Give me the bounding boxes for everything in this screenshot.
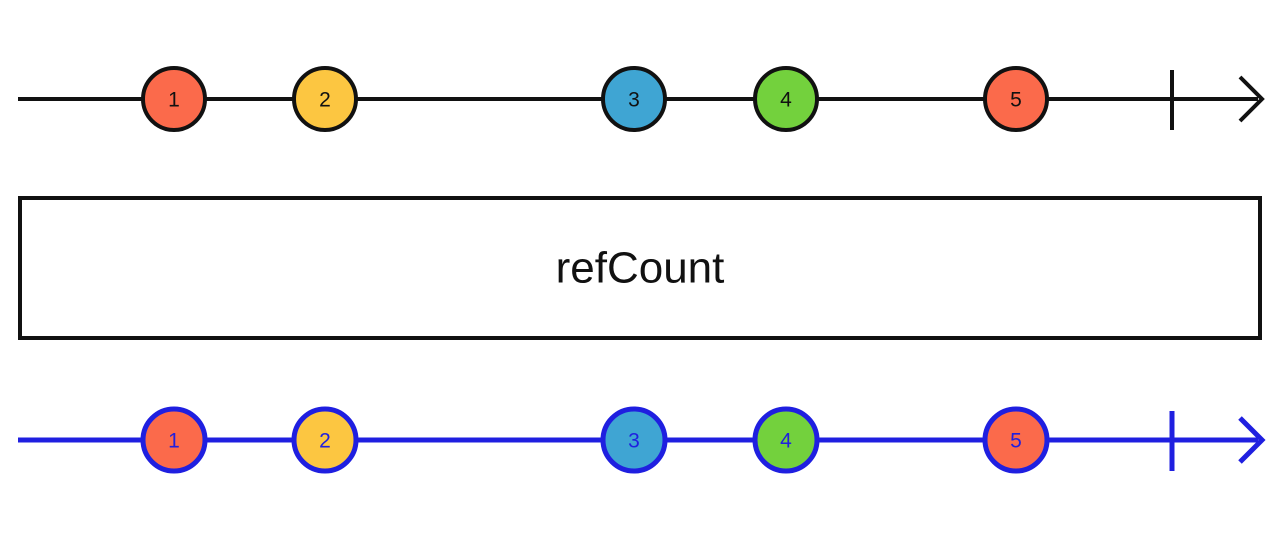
marble-circle [601,66,667,132]
marble-1[interactable]: 1 [141,66,207,132]
marble-label: 1 [168,89,180,112]
marble-circle [292,66,358,132]
marble-label: 5 [1010,430,1022,453]
marble-circle [983,66,1049,132]
marble-label: 5 [1010,89,1022,112]
marble-label: 3 [628,430,640,453]
marble-4[interactable]: 4 [752,406,820,474]
marble-4[interactable]: 4 [753,66,819,132]
marble-label: 4 [780,89,792,112]
marble-circle [753,66,819,132]
marble-circle [291,406,359,474]
marble-1[interactable]: 1 [140,406,208,474]
operator-box[interactable]: refCount [18,196,1262,340]
marble-circle [982,406,1050,474]
source-timeline: 1 2 3 4 5 [18,66,1265,132]
operator-box-label: refCount [556,244,725,293]
marble-circle [752,406,820,474]
marble-5[interactable]: 5 [982,406,1050,474]
result-timeline-arrowhead [1238,416,1266,464]
marble-5[interactable]: 5 [983,66,1049,132]
operator-box-rect [18,196,1262,340]
marble-label: 1 [168,430,180,453]
marble-2[interactable]: 2 [292,66,358,132]
marble-3[interactable]: 3 [601,66,667,132]
marble-label: 3 [628,89,640,112]
marble-circle [600,406,668,474]
marble-label: 2 [319,430,331,453]
marble-label: 2 [319,89,331,112]
marble-label: 4 [780,430,792,453]
marble-circle [141,66,207,132]
result-timeline: 1 2 3 4 5 [18,406,1266,474]
marble-circle [140,406,208,474]
marble-3[interactable]: 3 [600,406,668,474]
marble-2[interactable]: 2 [291,406,359,474]
source-timeline-arrowhead [1238,75,1265,123]
